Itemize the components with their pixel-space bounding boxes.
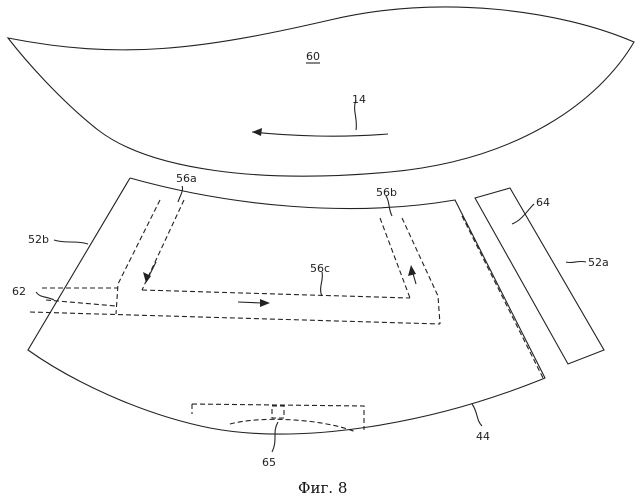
leader-56b xyxy=(386,196,392,216)
leader-44 xyxy=(472,404,482,426)
label-62: 62 xyxy=(12,285,26,298)
rotation-arrowhead-14 xyxy=(252,128,262,136)
leader-56c xyxy=(321,272,323,296)
leader-64 xyxy=(512,204,534,224)
flow-arrowhead-right xyxy=(408,265,416,276)
channel-56a xyxy=(116,200,184,314)
leader-65 xyxy=(272,422,278,452)
strip-52a-outline xyxy=(475,188,604,364)
label-56c: 56c xyxy=(310,262,330,275)
label-14: 14 xyxy=(352,93,366,106)
leader-56a xyxy=(178,186,183,202)
channel-56c xyxy=(30,290,440,324)
flow-arrow-middle xyxy=(238,302,262,303)
leader-52a xyxy=(566,261,586,262)
segment-44-outline xyxy=(28,178,545,434)
flow-arrowhead-middle xyxy=(260,299,270,307)
pocket-65-inner xyxy=(272,406,284,418)
rotation-arrow-14 xyxy=(252,132,388,136)
figure-caption: Фиг. 8 xyxy=(298,479,347,497)
pocket-65 xyxy=(192,404,364,432)
label-52a: 52a xyxy=(588,256,609,269)
leader-62 xyxy=(36,292,54,300)
label-44: 44 xyxy=(476,430,490,443)
leader-52b xyxy=(54,240,88,244)
inlet-62 xyxy=(42,288,118,306)
label-65: 65 xyxy=(262,456,276,469)
label-60: 60 xyxy=(306,50,320,63)
label-52b: 52b xyxy=(28,233,49,246)
label-56a: 56a xyxy=(176,172,197,185)
body-60-outline xyxy=(8,7,634,176)
label-56b: 56b xyxy=(376,186,397,199)
label-64: 64 xyxy=(536,196,550,209)
